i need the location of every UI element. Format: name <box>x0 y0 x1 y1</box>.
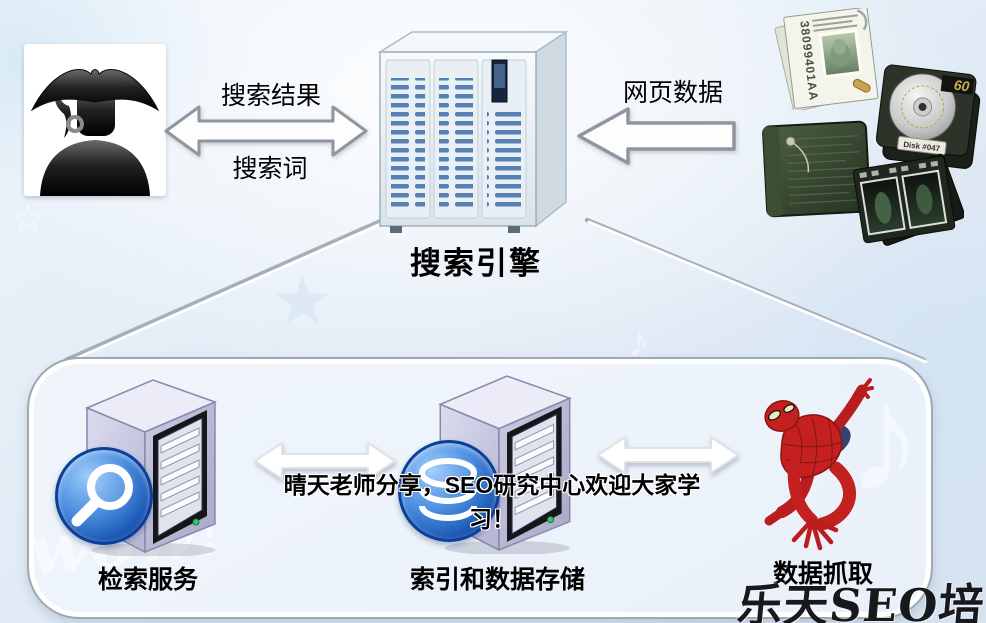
database-badge <box>398 440 500 542</box>
user-engine-double-arrow <box>164 105 368 157</box>
dossier-document-icon: 38099401AA <box>774 8 879 110</box>
center-watermark-text: 晴天老师分享，SEO研究中心欢迎大家学习！ <box>283 472 701 532</box>
brand-watermark-text: 乐天SEO培训 <box>735 579 986 623</box>
user-card <box>24 44 166 196</box>
star-decoration-icon: ☆ <box>10 197 46 241</box>
star-decoration-icon: ★ <box>272 263 333 339</box>
spiderman-crawler-icon <box>764 378 874 551</box>
pirate-user-icon <box>30 69 160 196</box>
disk-badge-number: 60 <box>953 77 971 95</box>
index-crawl-double-arrow <box>597 436 739 474</box>
dossier-folder-icon <box>762 120 871 218</box>
search-results-label: 搜索结果 <box>220 82 321 110</box>
search-engine-title: 搜索引擎 <box>410 246 542 281</box>
retrieval-service-label: 检索服务 <box>97 566 198 594</box>
web-data-label: 网页数据 <box>622 79 723 107</box>
data-sources-cluster: 38099401AA <box>755 4 986 256</box>
database-icon <box>419 458 477 521</box>
data-crawl-label: 数据抓取 <box>772 560 873 588</box>
search-term-label: 搜索词 <box>232 155 308 183</box>
retrieval-index-double-arrow <box>254 442 396 480</box>
web-data-arrow <box>577 107 736 165</box>
disk-case-icon: 60 Disk #047 <box>876 64 981 169</box>
search-badge <box>55 447 153 545</box>
magnifier-icon <box>71 464 133 527</box>
xray-films-icon <box>852 153 964 246</box>
index-storage-label: 索引和数据存储 <box>409 566 585 594</box>
search-engine-server-icon <box>377 30 568 233</box>
